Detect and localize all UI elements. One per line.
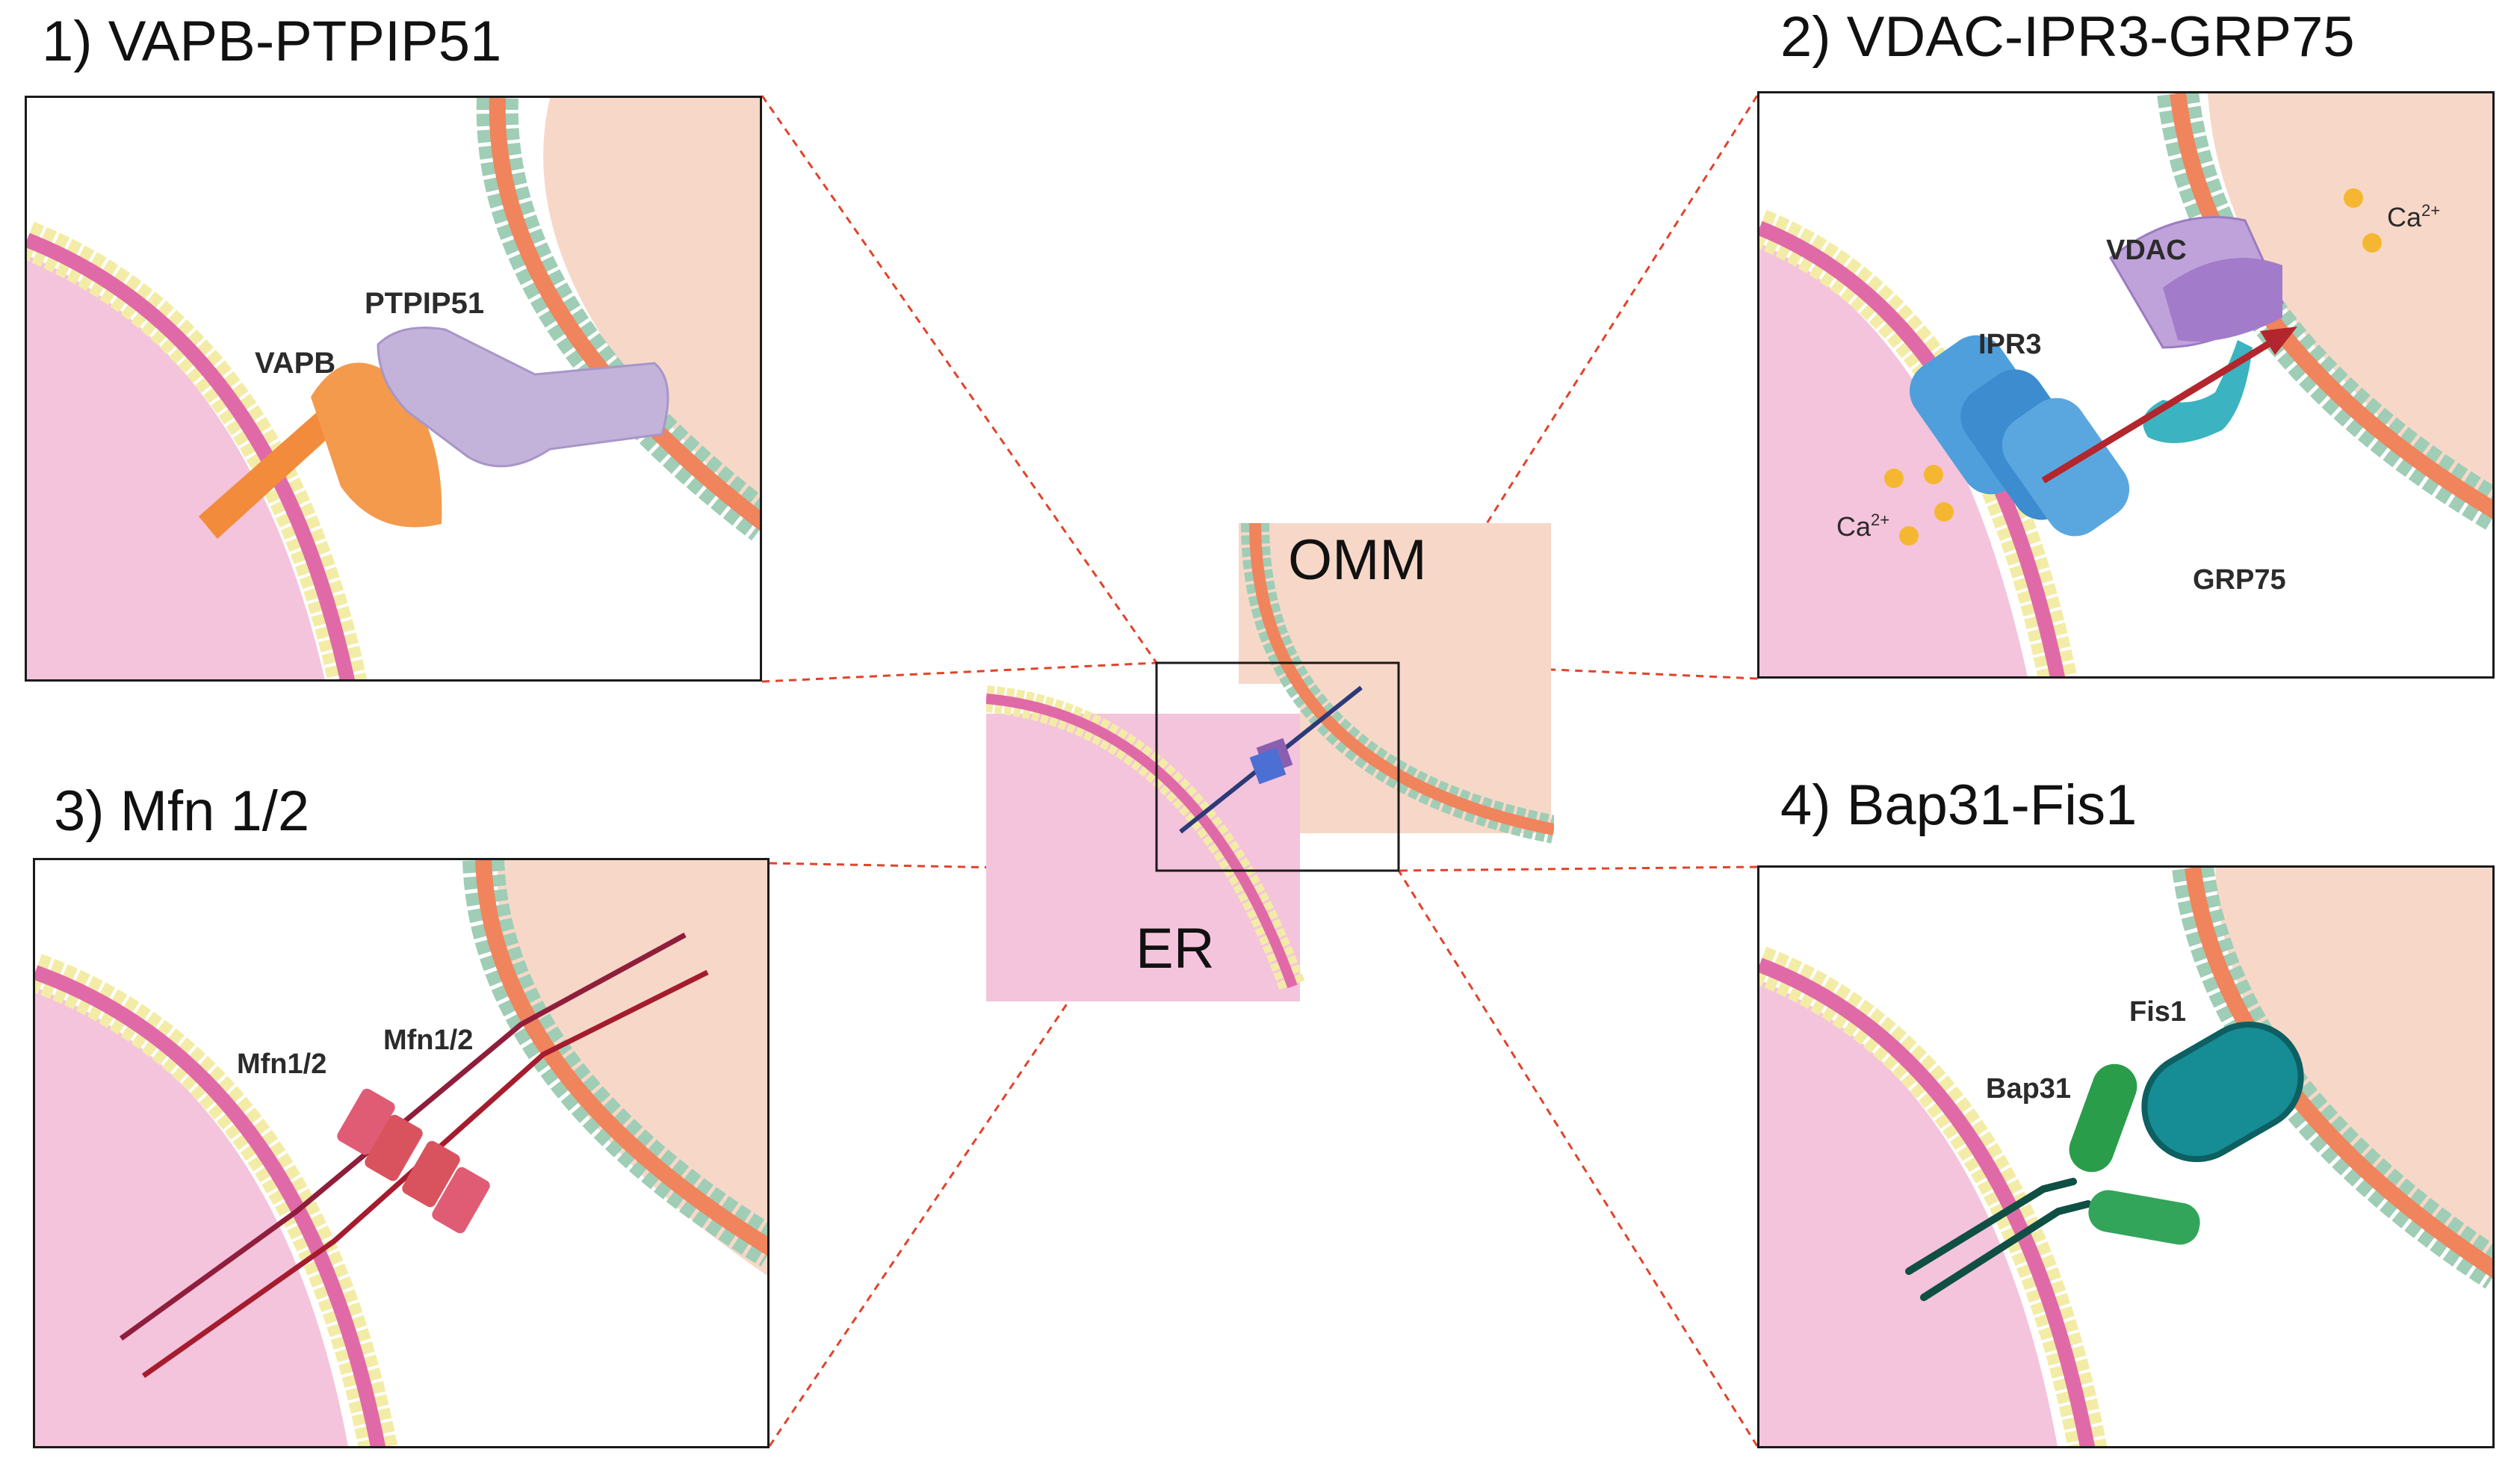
panel-title-vdac-ipr3-grp75: 2) VDAC-IPR3-GRP75	[1780, 5, 2355, 69]
calcium-charge: 2+	[2421, 201, 2440, 220]
panel-vapb-ptpip51: VAPB PTPIP51	[25, 96, 762, 682]
svg-text:Ca2+: Ca2+	[2387, 201, 2440, 232]
panel-title-mfn: 3) Mfn 1/2	[54, 779, 310, 843]
fis1-protein	[2141, 1022, 2304, 1162]
calcium-ions	[1884, 188, 2382, 546]
panel-vdac-ipr3-grp75: VDAC IPR3 GRP75 Ca2+ Ca2+	[1757, 91, 2495, 679]
ipr3-label: IPR3	[1978, 329, 2041, 360]
calcium-label-right: Ca	[2387, 202, 2422, 232]
panel-bap31-fis1: Bap31 Fis1	[1757, 865, 2495, 1448]
er-region	[35, 987, 348, 1446]
center-overview: OMM ER	[986, 523, 1554, 1001]
bap31-tethers	[1905, 1178, 2092, 1301]
mfn-label-right: Mfn1/2	[383, 1025, 473, 1056]
mito-membrane	[1241, 523, 1554, 844]
mfn-label-left: Mfn1/2	[237, 1048, 326, 1080]
vdac-channel	[2109, 216, 2284, 349]
vapb-label: VAPB	[255, 347, 335, 380]
mitochondria-region	[2215, 868, 2492, 1268]
er-label: ER	[1136, 917, 1215, 980]
er-membrane	[1759, 946, 2108, 1446]
omm-label: OMM	[1288, 528, 1427, 592]
bap31-protein	[2069, 1063, 2200, 1245]
calcium-charge: 2+	[1871, 510, 1889, 529]
ptpip51-label: PTPIP51	[365, 287, 484, 320]
ptpip51-protein	[377, 327, 669, 468]
er-region	[1759, 243, 2028, 676]
bap31-label: Bap31	[1986, 1073, 2071, 1105]
mito-membrane	[476, 98, 760, 541]
mito-membrane	[462, 860, 767, 1267]
vdac-label: VDAC	[2106, 235, 2187, 266]
zoom-box	[1155, 661, 1400, 872]
mitochondria-region	[543, 98, 760, 513]
er-region	[986, 684, 1300, 1001]
mfn-proteins	[337, 1088, 490, 1234]
calcium-flow-arrow	[2041, 327, 2297, 484]
panel-title-bap31-fis1: 4) Bap31-Fis1	[1780, 773, 2137, 837]
er-region	[27, 255, 325, 679]
grp75-protein	[2143, 340, 2253, 443]
mitochondria-region	[2208, 93, 2492, 509]
er-region	[1759, 980, 2058, 1446]
panel-mfn: Mfn1/2 Mfn1/2	[33, 858, 770, 1448]
er-membrane	[35, 954, 398, 1446]
er-membrane	[986, 685, 1305, 992]
fis1-label: Fis1	[2129, 996, 2186, 1028]
calcium-label-left: Ca	[1836, 511, 1872, 542]
svg-text:Ca2+: Ca2+	[1836, 510, 1889, 542]
er-membrane	[27, 221, 368, 679]
mitochondria-region	[498, 860, 767, 1276]
tether-protein-complex	[1249, 738, 1293, 785]
grp75-label: GRP75	[2193, 564, 2286, 596]
panel-title-vapb-ptpip51: 1) VAPB-PTPIP51	[42, 10, 502, 73]
